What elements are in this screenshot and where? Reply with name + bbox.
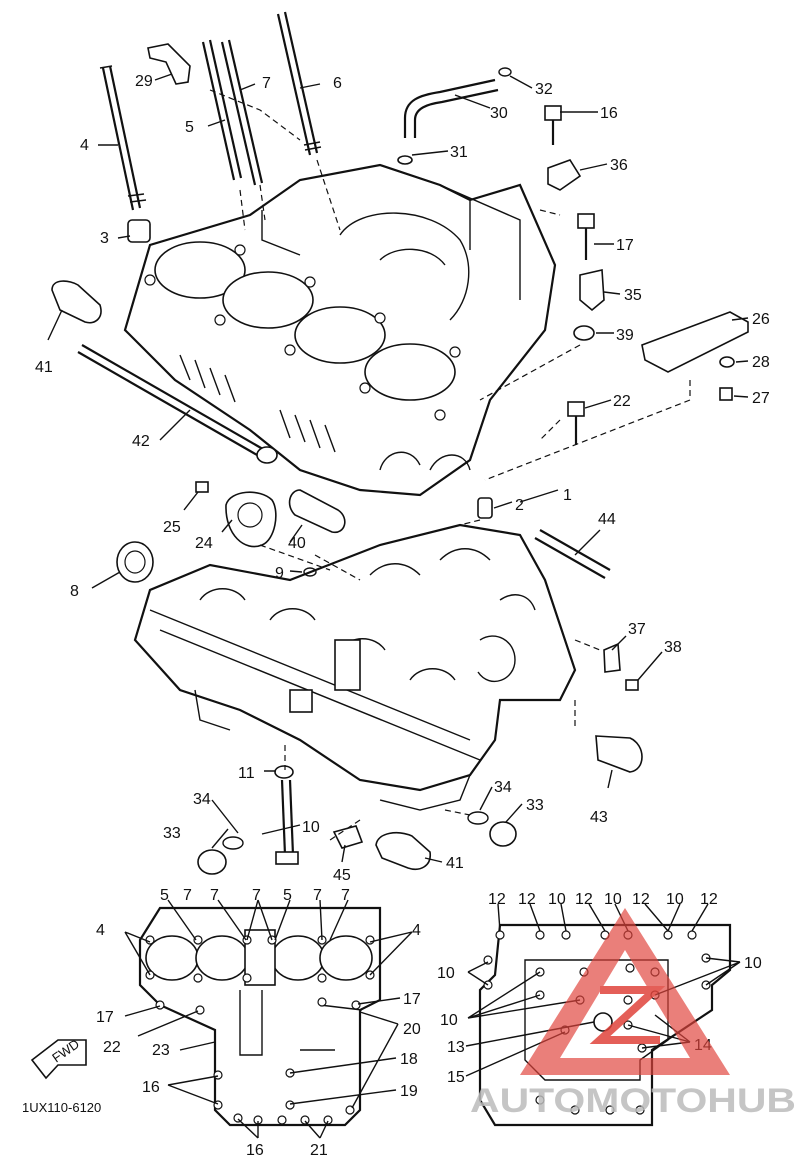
bottom-label-10f: 10 (440, 1012, 458, 1029)
callout-4: 4 (80, 137, 89, 154)
callout-45: 45 (333, 867, 351, 884)
callout-10: 10 (302, 819, 320, 836)
bottom-label-10c: 10 (666, 891, 684, 908)
callout-25: 25 (163, 519, 181, 536)
top-label-7d: 7 (313, 887, 322, 904)
top-label-4a: 4 (96, 922, 105, 939)
callout-3: 3 (100, 230, 109, 247)
top-label-22: 22 (103, 1039, 121, 1056)
top-label-7b: 7 (210, 887, 219, 904)
bottom-label-10b: 10 (604, 891, 622, 908)
callout-1: 1 (563, 487, 572, 504)
callout-27: 27 (752, 390, 770, 407)
top-label-16a: 16 (142, 1079, 160, 1096)
lower-crankcase (133, 523, 577, 811)
bottom-label-12b: 12 (518, 891, 536, 908)
callout-11: 11 (238, 765, 255, 782)
callout-33b: 33 (526, 797, 544, 814)
top-label-4b: 4 (412, 922, 421, 939)
bottom-label-10a: 10 (548, 891, 566, 908)
bottom-label-12d: 12 (632, 891, 650, 908)
bottom-label-12a: 12 (488, 891, 506, 908)
upper-case-top-view (30, 899, 413, 1139)
bottom-label-12e: 12 (700, 891, 718, 908)
callout-8: 8 (70, 583, 79, 600)
callout-32: 32 (535, 81, 553, 98)
callout-41a: 41 (35, 359, 53, 376)
bottom-label-10e: 10 (744, 955, 762, 972)
bottom-label-13: 13 (447, 1039, 465, 1056)
watermark-triangle-icon (520, 908, 730, 1075)
top-label-5b: 5 (283, 887, 292, 904)
callout-34a: 34 (193, 791, 211, 808)
top-label-17b: 17 (403, 991, 421, 1008)
diagram-code: 1UX110-6120 (22, 1100, 101, 1115)
top-label-7e: 7 (341, 887, 350, 904)
callout-7: 7 (262, 75, 271, 92)
callout-33a: 33 (163, 825, 181, 842)
assembly-guides (209, 89, 691, 841)
callout-34b: 34 (494, 779, 512, 796)
callout-39: 39 (616, 327, 634, 344)
callout-30: 30 (490, 105, 508, 122)
leader-lines (47, 73, 749, 863)
top-label-7a: 7 (183, 887, 192, 904)
callout-42: 42 (132, 433, 150, 450)
bottom-label-10d: 10 (437, 965, 455, 982)
callout-37: 37 (628, 621, 646, 638)
studs (77, 11, 611, 865)
upper-crankcase (123, 163, 557, 497)
callout-43: 43 (590, 809, 608, 826)
callout-44: 44 (598, 511, 616, 528)
watermark-logo: AUTOMOTOHUB (470, 908, 796, 1120)
callout-29: 29 (135, 73, 153, 90)
callout-24: 24 (195, 535, 213, 552)
top-label-17a: 17 (96, 1009, 114, 1026)
callout-17: 17 (616, 237, 634, 254)
top-label-18: 18 (400, 1051, 418, 1068)
top-view-labels: 5 7 7 7 5 7 7 4 4 17 17 22 23 20 18 16 1… (96, 887, 421, 1159)
top-label-23: 23 (152, 1042, 170, 1059)
callout-40: 40 (288, 535, 306, 552)
callout-16: 16 (600, 105, 618, 122)
callout-2: 2 (515, 497, 524, 514)
callout-9: 9 (275, 565, 284, 582)
bottom-label-15: 15 (447, 1069, 465, 1086)
callout-35: 35 (624, 287, 642, 304)
top-label-5a: 5 (160, 887, 169, 904)
callout-26: 26 (752, 311, 770, 328)
small-parts (51, 43, 749, 875)
callout-22: 22 (613, 393, 631, 410)
top-label-16b: 16 (246, 1142, 264, 1159)
top-label-7c: 7 (252, 887, 261, 904)
callout-5: 5 (185, 119, 194, 136)
callout-6: 6 (333, 75, 342, 92)
callout-28: 28 (752, 354, 770, 371)
top-label-21: 21 (310, 1142, 328, 1159)
callout-36: 36 (610, 157, 628, 174)
top-label-19: 19 (400, 1083, 418, 1100)
bottom-label-12c: 12 (575, 891, 593, 908)
callout-41b: 41 (446, 855, 464, 872)
callout-labels: 1 2 3 4 5 6 7 8 9 10 11 16 17 22 24 25 2… (35, 73, 770, 884)
callout-38: 38 (664, 639, 682, 656)
callout-31: 31 (450, 144, 468, 161)
top-label-20: 20 (403, 1021, 421, 1038)
watermark-text: AUTOMOTOHUB (470, 1082, 796, 1120)
